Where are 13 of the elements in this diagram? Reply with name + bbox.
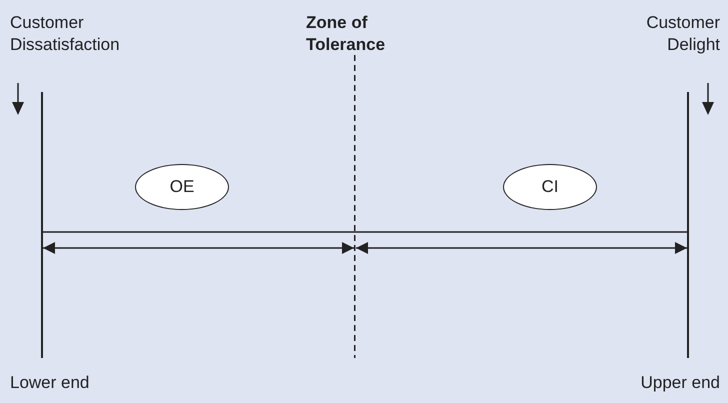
line bbox=[43, 231, 687, 233]
vertical-line bbox=[687, 92, 688, 358]
axis-label: Upper end bbox=[640, 372, 720, 394]
axis-label: Lower end bbox=[10, 372, 90, 394]
axis-label: Customer Delight bbox=[645, 12, 720, 56]
double-arrow bbox=[356, 242, 687, 254]
ellipse-node: CI bbox=[503, 164, 597, 210]
double-arrow bbox=[43, 242, 354, 254]
ellipse-node: OE bbox=[135, 164, 229, 210]
vertical-line bbox=[41, 92, 42, 358]
zone-heading: Zone of Tolerance bbox=[306, 12, 386, 56]
dashed-vertical-line bbox=[354, 55, 356, 358]
axis-label: Customer Dissatisfaction bbox=[10, 12, 121, 56]
